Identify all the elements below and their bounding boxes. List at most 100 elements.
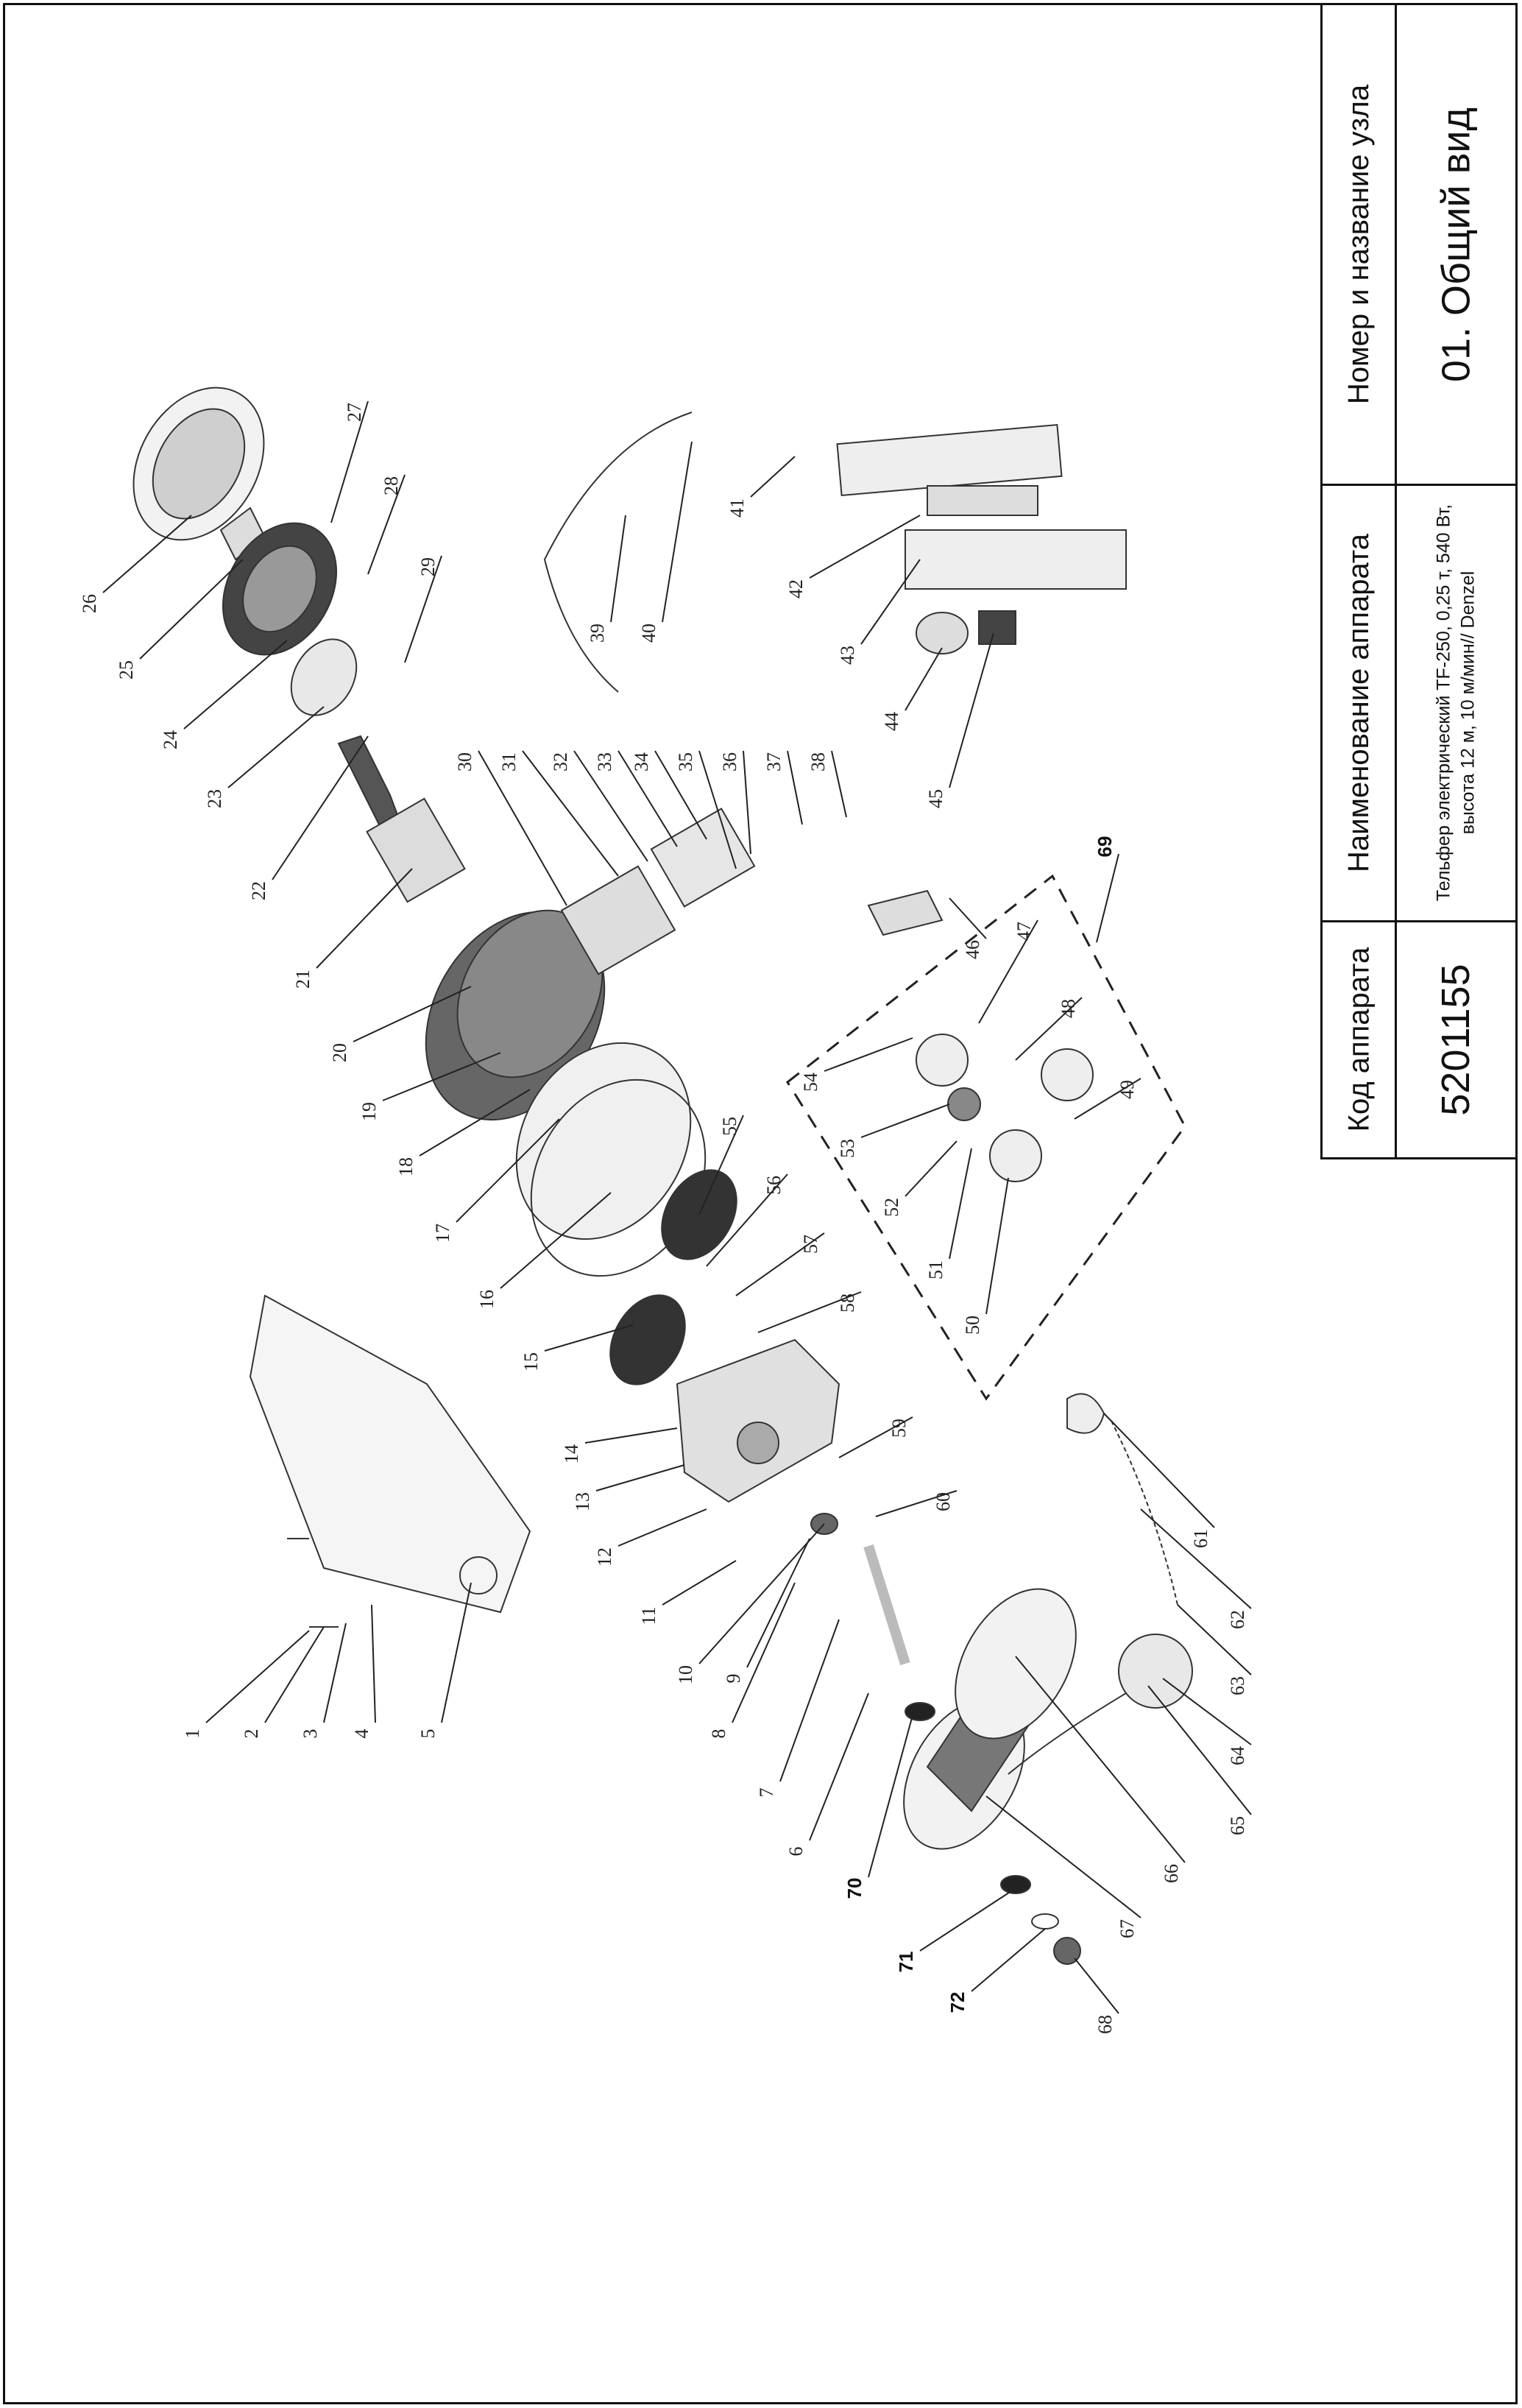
part-label-56: 56 (763, 1176, 785, 1195)
leader-line-56 (706, 1173, 788, 1267)
part-label-46: 46 (962, 940, 983, 959)
part-label-64: 64 (1227, 1746, 1248, 1765)
part-label-30: 30 (454, 752, 475, 772)
leader-line-62 (1140, 1508, 1252, 1609)
leader-line-35 (698, 750, 737, 869)
leader-line-59 (838, 1416, 913, 1458)
leader-line-57 (735, 1232, 825, 1296)
part-label-5: 5 (417, 1729, 439, 1739)
part-label-52: 52 (881, 1198, 902, 1217)
part-label-24: 24 (160, 730, 181, 749)
leader-line-8 (732, 1582, 796, 1723)
leader-line-21 (316, 868, 413, 969)
part-label-60: 60 (932, 1492, 954, 1511)
part-label-23: 23 (204, 789, 225, 808)
part-label-1: 1 (182, 1729, 203, 1739)
part-label-3: 3 (300, 1729, 321, 1739)
leader-line-32 (573, 750, 648, 862)
title-block-name-header-cell (1320, 484, 1397, 922)
leader-line-44 (905, 647, 943, 711)
leader-line-36 (743, 750, 751, 855)
leader-line-66 (1015, 1656, 1186, 1863)
drawing-frame (3, 3, 1518, 2404)
title-block-assembly-value-cell (1395, 3, 1518, 486)
part-label-7: 7 (756, 1788, 777, 1798)
leader-line-24 (183, 640, 288, 730)
part-label-55: 55 (719, 1117, 740, 1136)
code-header: Код аппарата (1342, 947, 1375, 1132)
leader-line-47 (978, 919, 1038, 1024)
part-label-49: 49 (1116, 1080, 1138, 1099)
leader-line-39 (610, 515, 626, 623)
part-label-8: 8 (708, 1729, 729, 1739)
leader-line-65 (1147, 1685, 1252, 1815)
leader-line-68 (1074, 1957, 1119, 2014)
leader-line-60 (875, 1490, 958, 1517)
part-label-36: 36 (719, 752, 740, 772)
code-value: 5201155 (1433, 964, 1478, 1116)
leader-line-1 (205, 1630, 310, 1723)
part-label-41: 41 (726, 498, 748, 518)
leader-line-22 (272, 735, 369, 880)
part-label-34: 34 (631, 752, 652, 772)
leader-line-54 (824, 1037, 913, 1072)
part-label-53: 53 (837, 1139, 858, 1158)
part-label-38: 38 (807, 752, 829, 772)
part-label-44: 44 (881, 712, 902, 731)
leader-line-20 (353, 986, 472, 1042)
part-label-62: 62 (1227, 1610, 1248, 1629)
leader-line-42 (809, 515, 921, 579)
leader-line-12 (617, 1508, 707, 1547)
leader-line-13 (595, 1464, 685, 1491)
part-label-16: 16 (476, 1290, 498, 1309)
leader-line-55 (698, 1115, 744, 1215)
leader-line-31 (522, 750, 619, 877)
leader-line-7 (779, 1619, 840, 1782)
part-label-4: 4 (351, 1729, 372, 1739)
leader-line-40 (662, 441, 693, 623)
part-label-50: 50 (962, 1316, 983, 1335)
part-label-51: 51 (925, 1260, 946, 1279)
part-label-10: 10 (675, 1665, 696, 1684)
leader-line-45 (949, 632, 994, 788)
leader-line-15 (544, 1324, 634, 1352)
name-header: Наименование аппарата (1342, 534, 1375, 872)
part-label-29: 29 (417, 557, 439, 576)
part-label-47: 47 (1013, 922, 1035, 941)
leader-line-41 (750, 456, 796, 498)
leader-line-34 (654, 750, 707, 840)
leader-line-33 (617, 750, 678, 847)
leader-line-9 (746, 1538, 810, 1668)
part-label-32: 32 (550, 752, 571, 772)
title-block-name-value-cell (1395, 484, 1518, 922)
part-label-26: 26 (79, 594, 100, 613)
leader-line-70 (868, 1715, 913, 1878)
name-value: Тельфер электрический TF-250, 0,25 т, 54… (1433, 504, 1479, 902)
part-label-43: 43 (837, 646, 858, 665)
leader-line-4 (371, 1604, 376, 1723)
leader-line-29 (404, 555, 442, 663)
part-label-25: 25 (116, 660, 137, 679)
leader-line-61 (1103, 1413, 1215, 1528)
part-label-21: 21 (292, 970, 314, 989)
part-label-39: 39 (587, 624, 608, 643)
part-label-58: 58 (837, 1293, 858, 1313)
part-label-37: 37 (763, 752, 785, 772)
leader-line-50 (985, 1177, 1009, 1315)
leader-line-23 (227, 706, 325, 788)
part-label-15: 15 (520, 1352, 542, 1371)
part-label-31: 31 (498, 752, 520, 772)
leader-line-26 (102, 515, 192, 593)
part-label-11: 11 (638, 1606, 659, 1625)
part-label-22: 22 (248, 881, 269, 900)
part-label-45: 45 (925, 789, 946, 808)
leader-line-16 (500, 1192, 612, 1289)
leader-line-46 (949, 897, 987, 939)
leader-line-3 (323, 1623, 347, 1723)
leader-line-52 (905, 1140, 958, 1197)
part-label-69: 69 (1094, 836, 1116, 858)
leader-line-10 (698, 1523, 825, 1664)
leader-line-53 (860, 1104, 950, 1138)
leader-line-48 (1015, 997, 1083, 1061)
